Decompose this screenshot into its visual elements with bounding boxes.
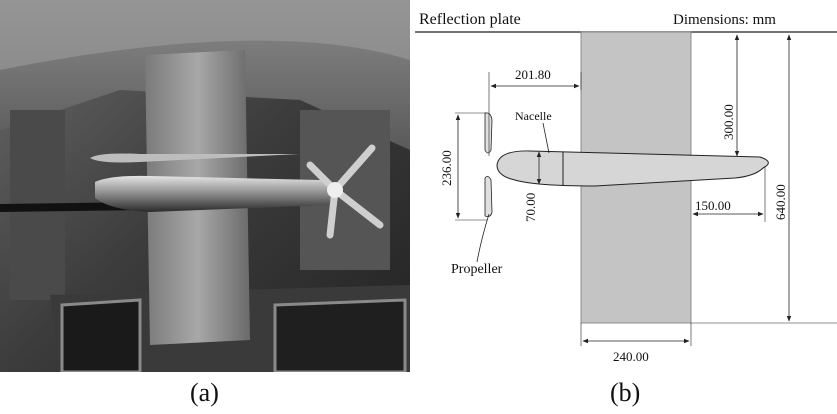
dim-prop-offset: 201.80 bbox=[515, 67, 551, 82]
dim-total-height: 640.00 bbox=[773, 184, 788, 220]
propeller-blade-lower bbox=[484, 176, 493, 217]
floor-window-left bbox=[60, 298, 142, 372]
nacelle-leader bbox=[542, 122, 550, 154]
reflection-plate-surface bbox=[0, 0, 410, 70]
reflection-plate-label: Reflection plate bbox=[419, 11, 521, 28]
propeller-label: Propeller bbox=[451, 262, 503, 277]
pitot-probe bbox=[90, 153, 300, 163]
dimension-diagram: Reflection plate Dimensions: mm Nacelle … bbox=[415, 11, 837, 364]
dim-prop-diameter: 236.00 bbox=[439, 150, 454, 186]
dim-chord: 240.00 bbox=[613, 349, 649, 364]
caption-b: (b) bbox=[610, 378, 641, 407]
propeller-leader bbox=[476, 213, 490, 263]
dimensions-note: Dimensions: mm bbox=[673, 12, 776, 28]
propeller-spinner bbox=[327, 182, 343, 198]
dim-wing-top: 300.00 bbox=[721, 104, 736, 140]
caption-a: (a) bbox=[190, 378, 219, 407]
floor-window-right bbox=[273, 298, 407, 372]
wind-tunnel-photo bbox=[0, 0, 410, 372]
propeller-blade-upper bbox=[484, 112, 493, 154]
dim-nacelle-tail: 150.00 bbox=[695, 198, 731, 213]
dim-nacelle-diameter: 70.00 bbox=[523, 193, 538, 222]
nacelle-label: Nacelle bbox=[515, 109, 552, 123]
nacelle-shape bbox=[496, 150, 769, 187]
nacelle-model bbox=[95, 175, 336, 212]
